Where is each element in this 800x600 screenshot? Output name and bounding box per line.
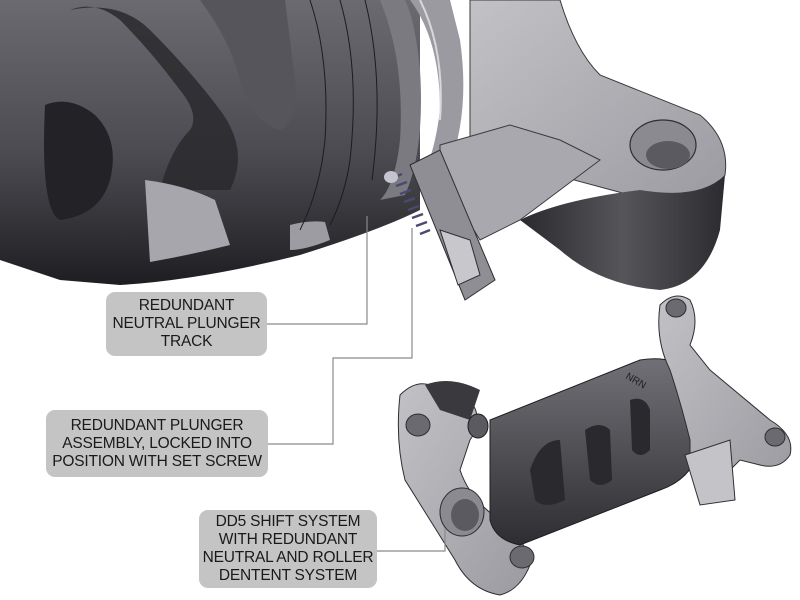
callout-line: POSITION WITH SET SCREW [52, 452, 262, 470]
leader-line-track [267, 216, 368, 325]
callout-line: WITH REDUNDANT [218, 531, 358, 548]
callout-line: DENTENT SYSTEM [218, 567, 358, 584]
leader-lines [267, 216, 446, 552]
shift-drum-closeup [0, 0, 464, 285]
callout-line: REDUNDANT [138, 297, 235, 314]
callout-line: ASSEMBLY, LOCKED INTO [62, 434, 252, 452]
leader-line-plunger [268, 228, 413, 445]
callout-line: NEUTRAL AND ROLLER [202, 549, 374, 566]
bracket-closeup [384, 0, 727, 301]
callout-line: REDUNDANT PLUNGER [70, 416, 244, 434]
callout-line: NEUTRAL PLUNGER [112, 315, 261, 332]
leader-line-shift-system [377, 528, 446, 552]
callout-plunger-assembly: REDUNDANT PLUNGER ASSEMBLY, LOCKED INTO … [46, 410, 268, 477]
shift-system-assembly: NRN [397, 295, 792, 596]
callout-neutral-plunger-track: REDUNDANT NEUTRAL PLUNGER TRACK [106, 292, 267, 356]
callout-line: DD5 SHIFT SYSTEM [215, 513, 361, 530]
callout-line: TRACK [160, 333, 213, 350]
callout-dd5-shift-system: DD5 SHIFT SYSTEM WITH REDUNDANT NEUTRAL … [199, 510, 377, 588]
